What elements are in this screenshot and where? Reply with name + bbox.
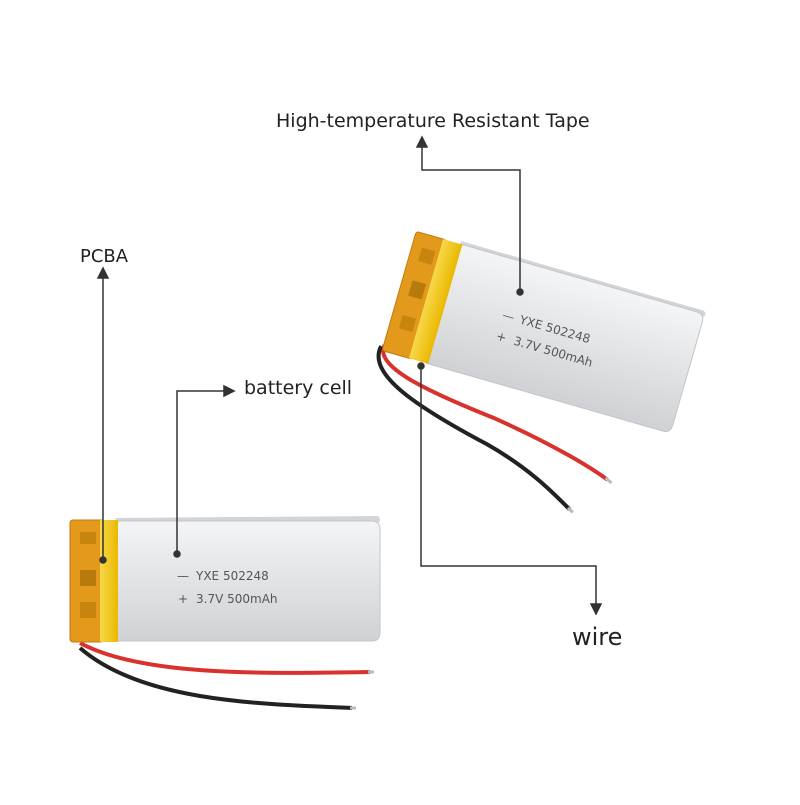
tape-arrowhead — [415, 135, 429, 148]
pcba-component — [80, 532, 96, 544]
wire-callout-label: wire — [572, 623, 623, 651]
tape-leader-line — [421, 145, 521, 292]
leader-dot — [99, 556, 107, 564]
high-temperature-tape — [408, 239, 463, 364]
leader-lines — [96, 135, 603, 616]
tape-callout-label: High-temperature Resistant Tape — [276, 110, 590, 132]
cell-arrowhead — [223, 384, 236, 398]
high-temperature-tape — [100, 520, 118, 642]
pcba-callout-label: PCBA — [80, 246, 129, 267]
leader-dot — [417, 362, 425, 370]
wire-leader-line — [420, 366, 597, 606]
cell-plus-sign: + — [495, 329, 509, 345]
cell-minus-sign: — — [501, 308, 516, 325]
cell-plus-sign: + — [178, 592, 188, 606]
cell-spec-label: 3.7V 500mAh — [196, 592, 278, 606]
black-wire — [376, 345, 571, 511]
leader-dot — [173, 550, 181, 558]
red-wire — [79, 641, 371, 675]
red-wire-tip — [604, 476, 613, 485]
pcba-component — [80, 602, 96, 618]
battery-rear: — YXE 502248 + 3.7V 500mAh — [376, 231, 706, 514]
pcba-component — [418, 247, 436, 265]
black-wire-tip — [566, 506, 574, 514]
battery-front: — YXE 502248 + 3.7V 500mAh — [69, 516, 381, 710]
black-wire — [78, 646, 353, 710]
leader-dot — [516, 288, 524, 296]
pcba-component — [408, 280, 427, 300]
red-wire — [381, 344, 609, 482]
battery-cell-callout-label: battery cell — [244, 377, 353, 399]
cell-model-label: YXE 502248 — [195, 569, 269, 583]
cell-minus-sign: — — [177, 569, 189, 583]
cell-leader-line — [176, 390, 226, 554]
battery-cell-body — [425, 243, 704, 432]
battery-cell-body — [114, 520, 381, 642]
pcba-arrowhead — [96, 266, 110, 279]
pcba-component — [398, 314, 417, 333]
wire-arrowhead — [589, 603, 603, 616]
pcba-component — [80, 570, 96, 586]
